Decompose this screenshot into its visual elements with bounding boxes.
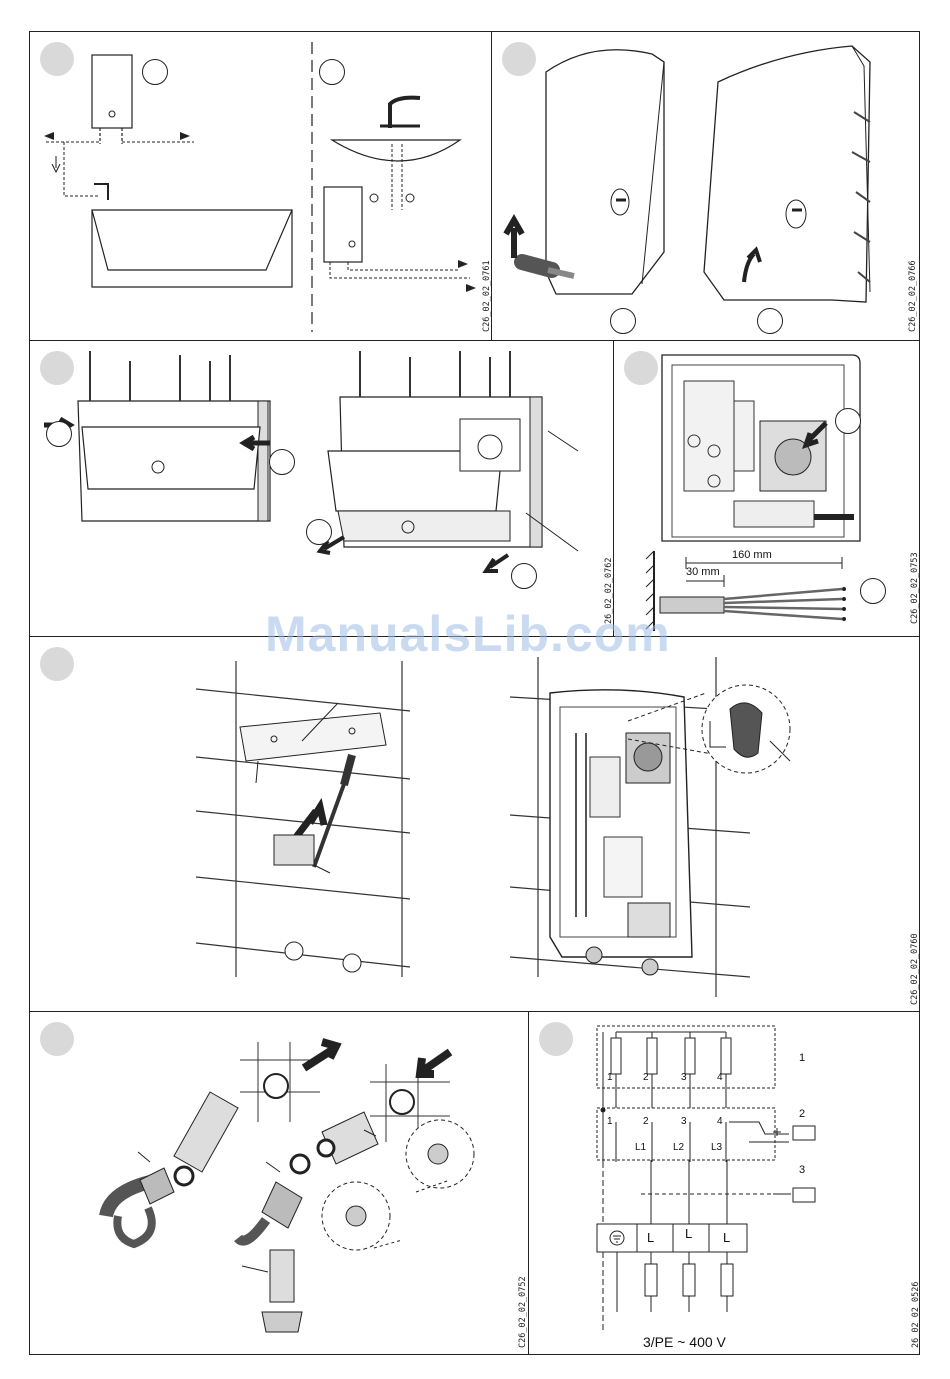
terminal-block-l2: L — [685, 1226, 692, 1241]
callout-circle — [511, 563, 537, 589]
bottom-cover-drawing — [30, 341, 614, 637]
panel-water-connection: C26_02_02_0752 — [29, 1011, 529, 1355]
terminal-mid-3: 3 — [681, 1116, 687, 1127]
terminal-top-1: 1 — [607, 1072, 613, 1083]
callout-circle — [46, 421, 72, 447]
panel-cable-preparation: 160 mm 30 mm C26_02_02_0753 — [613, 340, 920, 637]
phase-l1: L1 — [635, 1142, 646, 1153]
callout-circle — [610, 308, 636, 334]
terminal-block-l1: L — [647, 1230, 654, 1245]
figure-code: C26_02_02_0753 — [910, 552, 920, 624]
schematic-label-1: 1 — [799, 1052, 805, 1064]
terminal-block-l3: L — [723, 1230, 730, 1245]
watermark: ManualsLib.com — [265, 605, 671, 663]
terminal-mid-4: 4 — [717, 1116, 723, 1127]
figure-code: C26_02_02_0766 — [908, 260, 918, 332]
dimension-label: 30 mm — [686, 566, 720, 578]
supply-voltage: 3/PE ~ 400 V — [643, 1334, 726, 1350]
water-fittings-drawing — [30, 1012, 529, 1355]
panel-wall-mounting: C26_02_02_0760 — [29, 636, 920, 1012]
mounting-drawing — [30, 637, 920, 1012]
panel-wiring-diagram: 1 2 3 1 2 3 4 1 2 3 4 L1 L2 L3 L L L 3/P… — [528, 1011, 920, 1355]
figure-code: C26_02_02_0752 — [518, 1276, 528, 1348]
wiring-schematic — [529, 1012, 920, 1355]
phase-l3: L3 — [711, 1142, 722, 1153]
panel-open-cover: C26_02_02_0766 — [491, 31, 920, 341]
figure-code: C26_02_02_0760 — [910, 933, 920, 1005]
callout-circle — [860, 578, 886, 604]
terminal-mid-2: 2 — [643, 1116, 649, 1127]
phase-l2: L2 — [673, 1142, 684, 1153]
terminal-top-4: 4 — [717, 1072, 723, 1083]
callout-circle — [306, 519, 332, 545]
installation-drawing — [30, 32, 492, 341]
schematic-label-3: 3 — [799, 1164, 805, 1176]
callout-circle — [835, 408, 861, 434]
panel-installation-examples: C26_02_02_0761 — [29, 31, 492, 341]
terminal-top-3: 3 — [681, 1072, 687, 1083]
callout-circle — [757, 308, 783, 334]
terminal-mid-1: 1 — [607, 1116, 613, 1127]
dimension-label: 160 mm — [732, 549, 772, 561]
panel-remove-bottom-cover: 26_02_02_0762 — [29, 340, 614, 637]
callout-circle — [269, 449, 295, 475]
figure-code: 26_02_02_0526 — [911, 1281, 920, 1348]
terminal-top-2: 2 — [643, 1072, 649, 1083]
schematic-label-2: 2 — [799, 1108, 805, 1120]
cover-drawing — [492, 32, 920, 341]
